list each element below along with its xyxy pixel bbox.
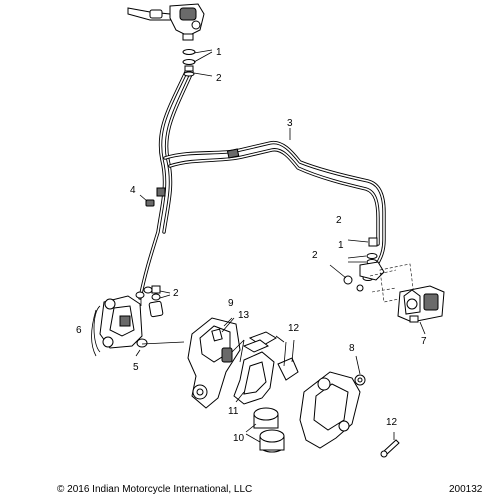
callout-7: 7 xyxy=(421,336,427,347)
callout-2-left: 2 xyxy=(173,288,179,299)
figure-number: 200132 xyxy=(449,484,483,495)
callout-13: 13 xyxy=(238,310,250,321)
callout-labels: 1 2 3 4 2 1 2 2 6 5 9 13 12 7 8 11 10 12 xyxy=(76,47,427,444)
center-brake-caliper xyxy=(187,317,241,409)
right-abs-fittings xyxy=(329,237,385,292)
callout-11: 11 xyxy=(228,406,239,417)
bolt-item-4 xyxy=(139,194,155,207)
abs-modulator xyxy=(369,263,445,335)
left-caliper-fittings xyxy=(135,285,171,301)
long-bolt xyxy=(380,432,400,458)
copyright-notice: © 2016 Indian Motorcycle International, … xyxy=(57,484,253,495)
brake-pad-bracket xyxy=(233,351,275,405)
callout-10: 10 xyxy=(233,433,245,444)
left-brake-caliper xyxy=(91,295,185,357)
right-brake-caliper xyxy=(299,355,366,449)
callout-12-lower: 12 xyxy=(386,417,398,428)
callout-2-top: 2 xyxy=(216,73,222,84)
caliper-pistons xyxy=(253,407,285,453)
callout-5: 5 xyxy=(133,362,139,373)
callout-9: 9 xyxy=(228,298,234,309)
callout-2-right-upper: 2 xyxy=(336,215,342,226)
brake-hose-assembly xyxy=(138,70,386,306)
pad-pins xyxy=(277,339,299,381)
callout-2-right-lower: 2 xyxy=(312,250,318,261)
callout-leader-lines xyxy=(135,128,291,443)
callout-1-right: 1 xyxy=(338,240,344,251)
banjo-bolt-washers-top xyxy=(182,49,213,77)
front-master-cylinder xyxy=(127,3,205,41)
pad-spring xyxy=(242,331,277,353)
callout-8: 8 xyxy=(349,343,355,354)
callout-3: 3 xyxy=(287,118,293,129)
callout-6: 6 xyxy=(76,325,82,336)
callout-4: 4 xyxy=(130,185,136,196)
callout-1-top: 1 xyxy=(216,47,222,58)
callout-12-upper: 12 xyxy=(288,323,300,334)
